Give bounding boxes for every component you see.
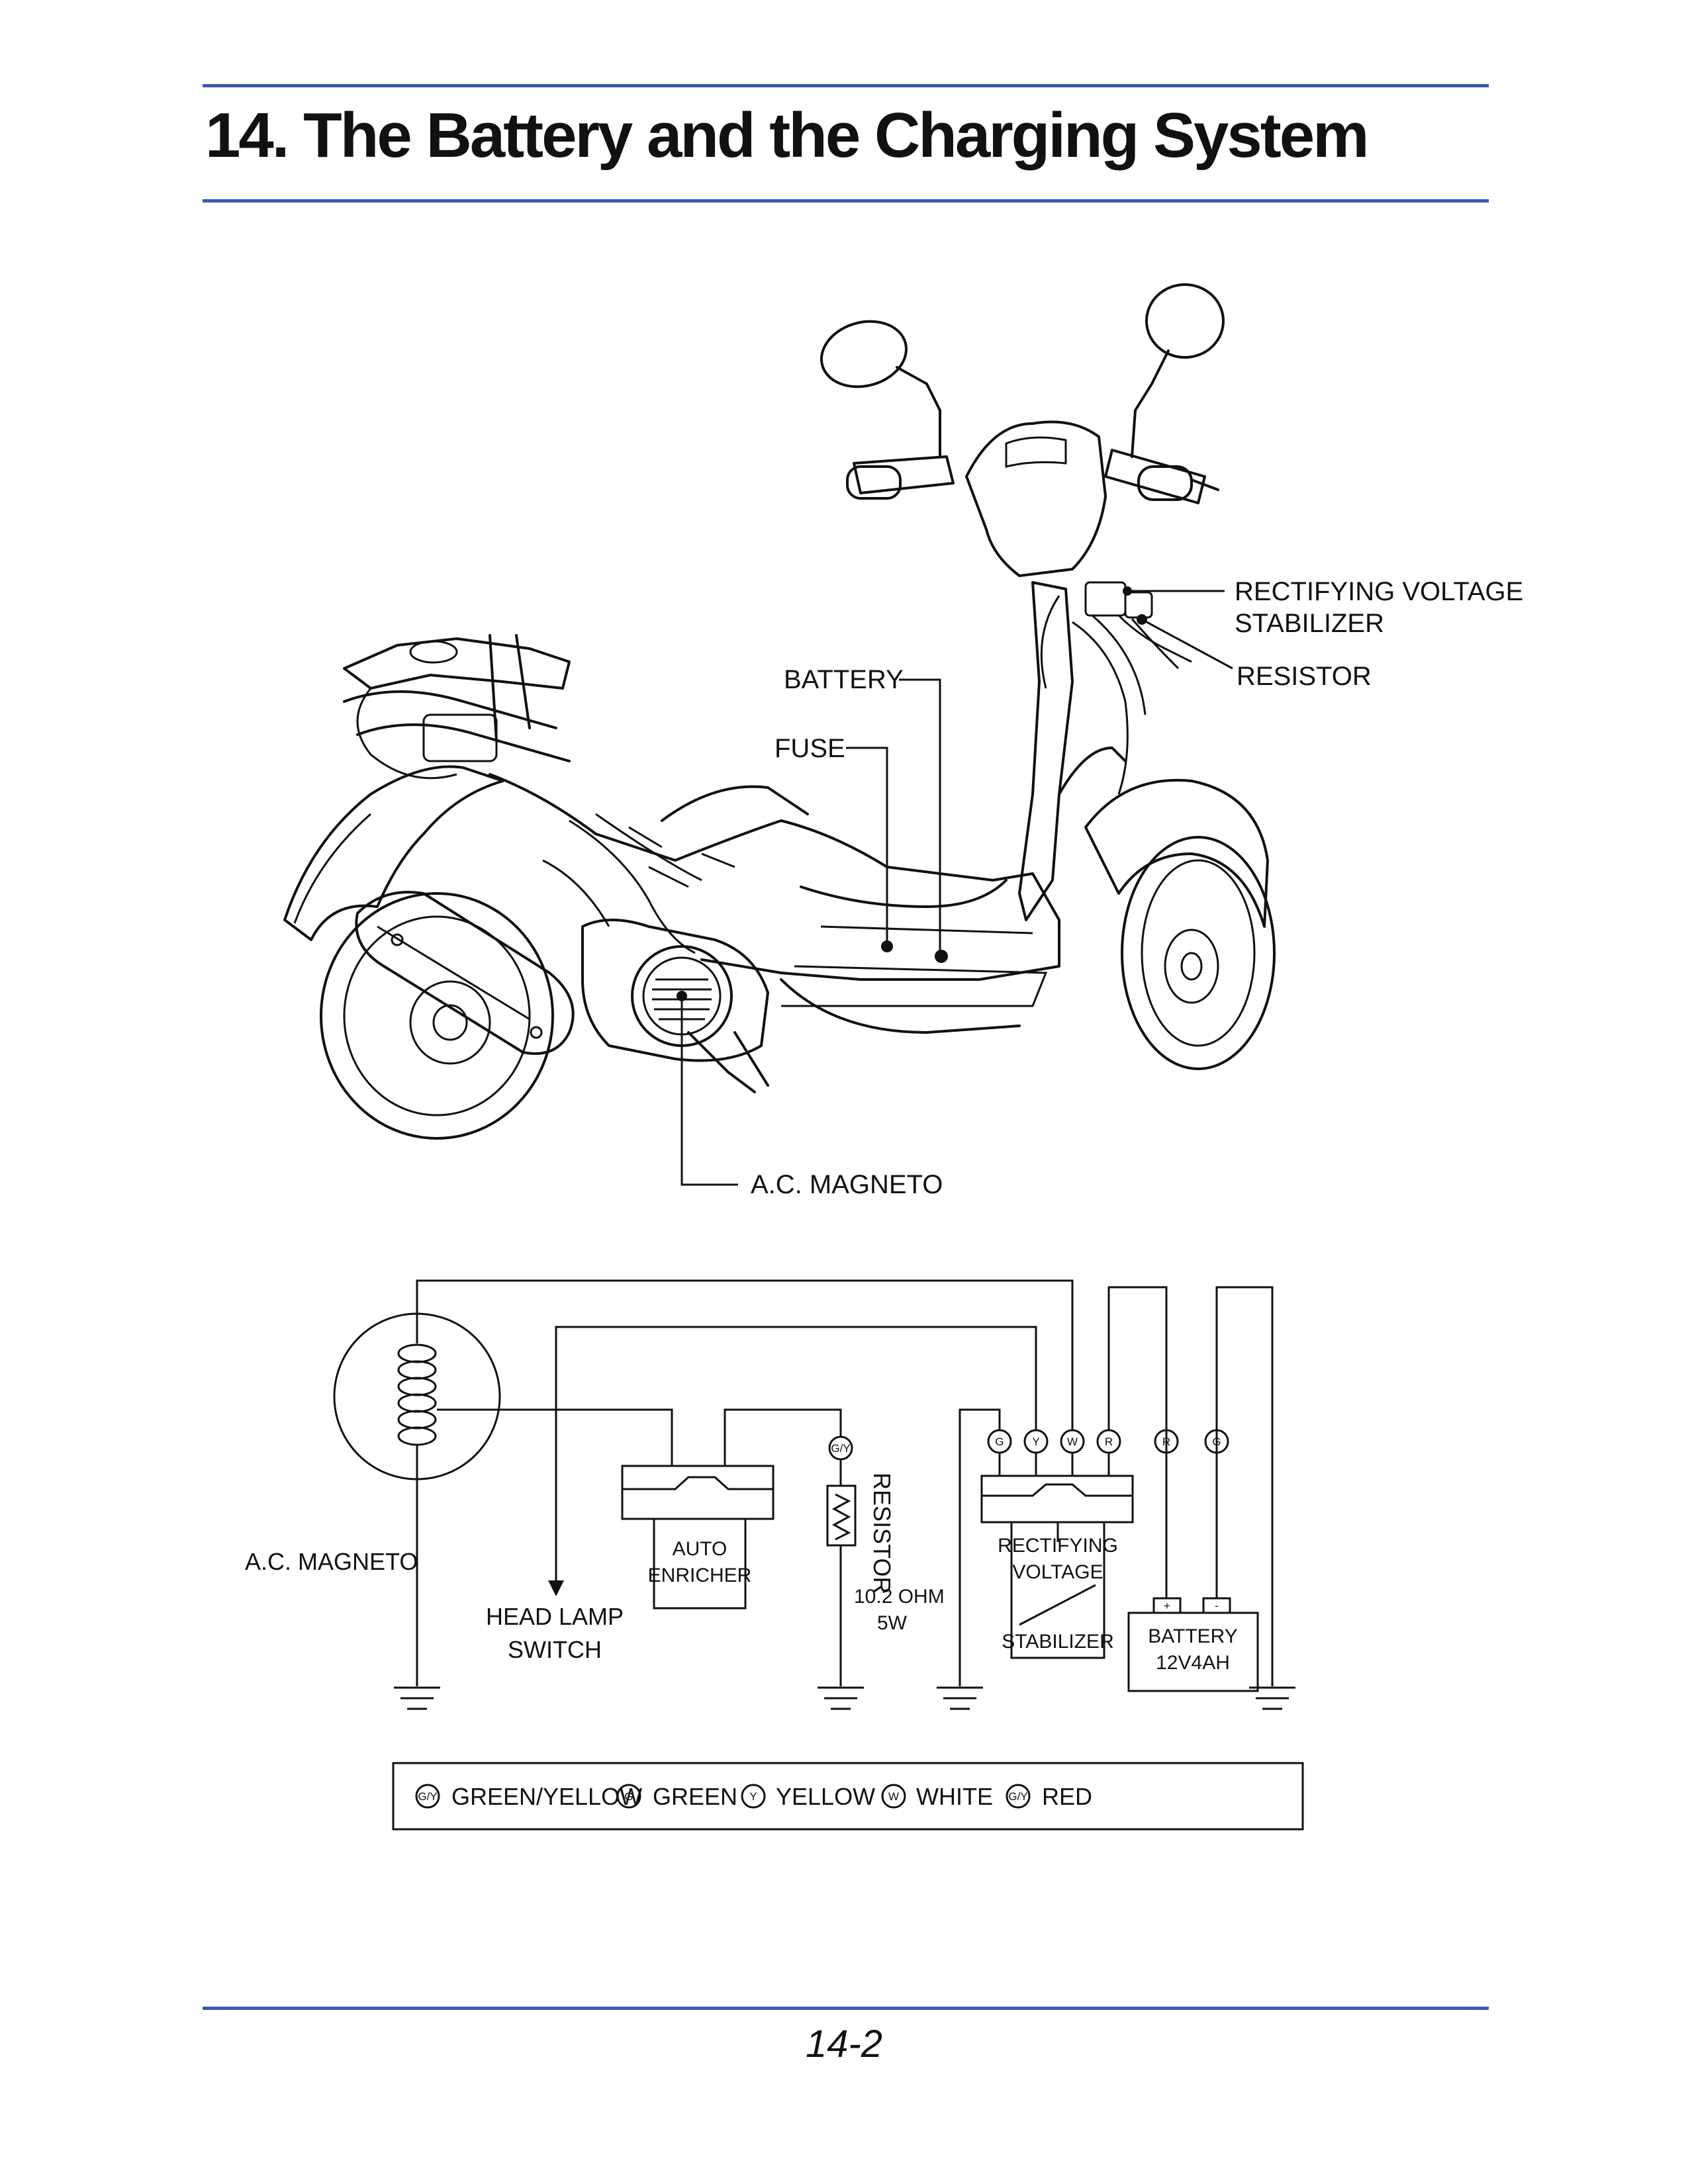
page-number: 14-2 — [805, 2023, 883, 2066]
battery-symbol: + - BATTERY 12V4AH — [1127, 1597, 1259, 1692]
terminal-battery-g: G — [1204, 1429, 1229, 1454]
callout-rectifier-line2: STABILIZER — [1235, 609, 1384, 638]
battery-minus: - — [1215, 1600, 1219, 1612]
svg-text:YELLOW: YELLOW — [776, 1783, 875, 1810]
auto-enricher: AUTO ENRICHER — [621, 1465, 774, 1610]
magneto-label: A.C. MAGNETO — [245, 1548, 418, 1575]
rectifier-label-line2: VOLTAGE — [1012, 1561, 1103, 1583]
battery-plus: + — [1164, 1600, 1170, 1612]
rear-rack — [343, 634, 571, 780]
terminal-markers: G/Y G Y W R R — [828, 1429, 1229, 1461]
svg-text:Y: Y — [1032, 1435, 1039, 1448]
svg-text:G: G — [995, 1435, 1004, 1448]
title-underline — [203, 199, 1489, 203]
terminal-rect-w: W — [1060, 1429, 1085, 1454]
steering-column — [1018, 581, 1147, 921]
callout-battery: BATTERY — [784, 665, 904, 694]
scooter-body — [489, 773, 1060, 1034]
wires — [416, 1279, 1274, 1686]
terminal-resistor-gy: G/Y — [828, 1435, 853, 1461]
rear-fender — [283, 765, 504, 941]
rectifier-label-line3: STABILIZER — [1002, 1631, 1113, 1653]
terminal-rect-y: Y — [1023, 1429, 1049, 1454]
svg-text:G/Y: G/Y — [1008, 1790, 1027, 1803]
callout-rectifier-line1: RECTIFYING VOLTAGE — [1235, 577, 1523, 606]
head-lamp-label-line1: HEAD LAMP — [486, 1603, 624, 1630]
magneto-symbol — [333, 1312, 501, 1480]
ground-magneto-icon — [394, 1686, 440, 1710]
resistor-symbol: RESISTOR 10.2 OHM 5W — [826, 1473, 945, 1634]
terminal-rect-g: G — [987, 1429, 1012, 1454]
head-lamp-label-line2: SWITCH — [508, 1636, 602, 1663]
svg-text:W: W — [888, 1790, 899, 1803]
front-wheel — [1121, 836, 1276, 1070]
auto-enricher-label-line1: AUTO — [673, 1538, 727, 1560]
svg-text:GREEN: GREEN — [653, 1783, 737, 1810]
wire-color-legend: G/Y GREEN/YELLOW G GREEN Y YELLOW W WHIT… — [392, 1762, 1304, 1831]
svg-text:R: R — [1162, 1435, 1170, 1448]
page-title: 14. The Battery and the Charging System — [205, 100, 1369, 171]
svg-text:W: W — [1067, 1435, 1078, 1448]
callout-fuse: FUSE — [774, 734, 845, 763]
resistor-label: RESISTOR — [868, 1473, 896, 1594]
auto-enricher-label-line2: ENRICHER — [648, 1565, 752, 1586]
handlebar — [846, 420, 1219, 577]
svg-text:WHITE: WHITE — [916, 1783, 993, 1810]
svg-text:G/Y: G/Y — [418, 1790, 437, 1803]
callout-resistor: RESISTOR — [1237, 662, 1372, 691]
top-rule — [203, 84, 1489, 87]
ground-resistor-icon — [818, 1686, 864, 1710]
legend-item-white: W WHITE — [881, 1783, 993, 1810]
terminal-rect-r: R — [1096, 1429, 1121, 1454]
rear-wheel — [320, 892, 554, 1140]
resistor-value-line1: 10.2 OHM — [854, 1586, 945, 1608]
legend-item-yellow: Y YELLOW — [741, 1783, 875, 1810]
ground-symbols — [394, 1686, 1295, 1710]
battery-label-line2: 12V4AH — [1156, 1652, 1230, 1674]
callout-leaders — [677, 586, 1233, 1186]
scooter-illustration: RECTIFYING VOLTAGE STABILIZER RESISTOR B… — [283, 283, 1523, 1199]
wiring-diagram: A.C. MAGNETO HEAD LAMP SWITCH — [245, 1279, 1304, 1831]
callout-magneto: A.C. MAGNETO — [751, 1170, 943, 1199]
svg-text:Y: Y — [749, 1790, 757, 1803]
front-fender — [1084, 778, 1269, 928]
ground-rectifier-icon — [937, 1686, 983, 1710]
ground-battery-icon — [1249, 1686, 1295, 1710]
legend-item-green-yellow: G/Y GREEN/YELLOW — [415, 1783, 642, 1810]
resistor-value-line2: 5W — [877, 1612, 908, 1634]
svg-text:G: G — [624, 1790, 633, 1803]
rectifier-label-line1: RECTIFYING — [998, 1535, 1118, 1557]
legend-item-red: G/Y RED — [1006, 1783, 1092, 1810]
terminal-battery-r: R — [1154, 1429, 1179, 1454]
battery-label-line1: BATTERY — [1148, 1625, 1238, 1647]
mirrors — [820, 283, 1225, 458]
rectifier-stabilizer: RECTIFYING VOLTAGE STABILIZER — [980, 1475, 1134, 1659]
svg-text:R: R — [1105, 1435, 1113, 1448]
svg-text:GREEN/YELLOW: GREEN/YELLOW — [451, 1783, 642, 1810]
head-lamp-arrow — [548, 1580, 564, 1596]
engine — [581, 919, 769, 1093]
legend-item-green: G GREEN — [616, 1783, 737, 1810]
muffler — [355, 891, 575, 1055]
svg-text:G: G — [1212, 1435, 1221, 1448]
svg-text:RED: RED — [1042, 1783, 1092, 1810]
footer-rule — [203, 2007, 1489, 2010]
svg-text:G/Y: G/Y — [831, 1442, 850, 1455]
